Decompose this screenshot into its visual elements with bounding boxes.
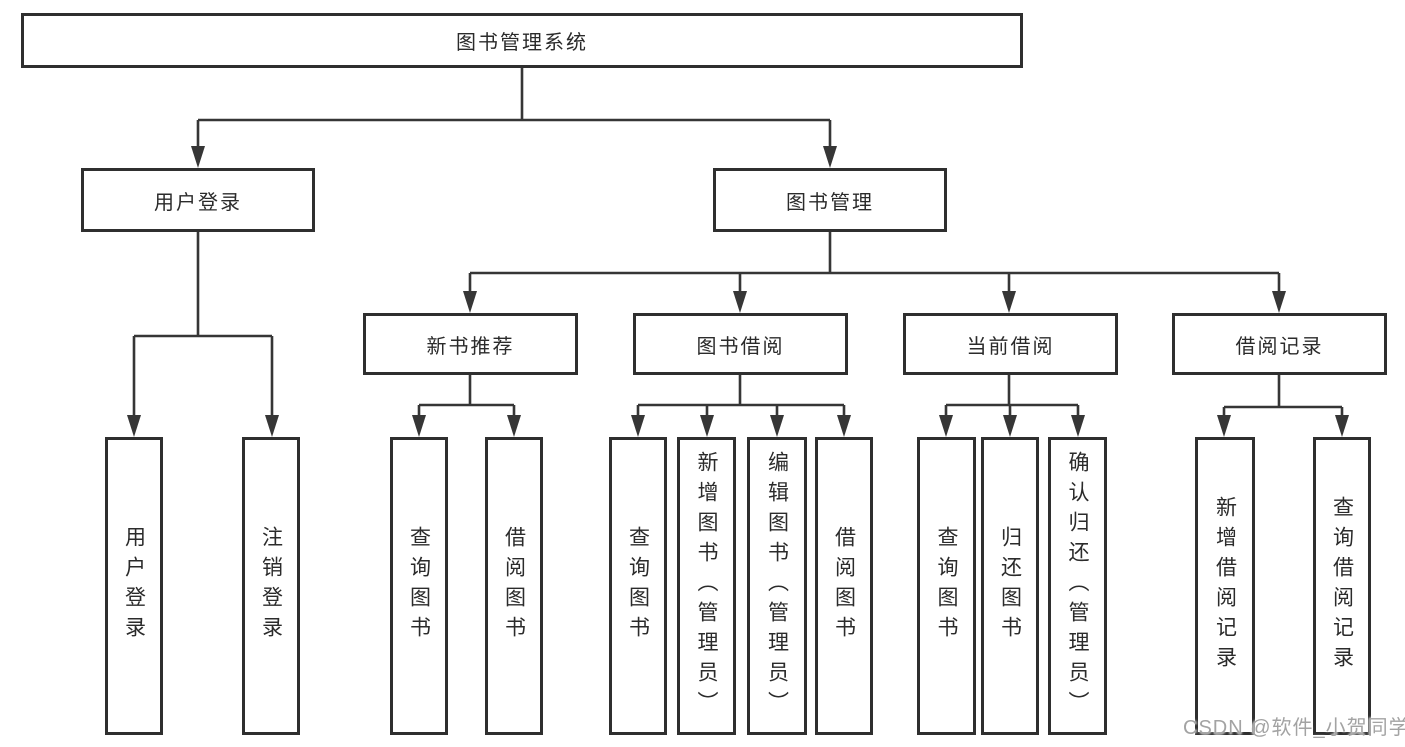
leaf-logout: 注销登录 bbox=[242, 437, 300, 735]
node-new-book-recommend-label: 新书推荐 bbox=[426, 335, 515, 358]
leaf-add-borrow-record-label: 新增借阅记录 bbox=[1213, 496, 1237, 676]
leaf-query-book-borrow: 查询图书 bbox=[609, 437, 667, 735]
node-current-borrow: 当前借阅 bbox=[903, 313, 1118, 375]
leaf-borrow-book-label: 借阅图书 bbox=[832, 526, 856, 646]
node-root: 图书管理系统 bbox=[21, 13, 1023, 68]
node-user-login-label: 用户登录 bbox=[154, 191, 242, 214]
node-root-label: 图书管理系统 bbox=[456, 32, 588, 54]
node-borrow-record: 借阅记录 bbox=[1172, 313, 1387, 375]
connector-book-borrow-children bbox=[631, 375, 851, 437]
node-book-mgmt: 图书管理 bbox=[713, 168, 947, 232]
node-book-mgmt-label: 图书管理 bbox=[786, 191, 874, 214]
leaf-add-borrow-record: 新增借阅记录 bbox=[1195, 437, 1255, 735]
node-current-borrow-label: 当前借阅 bbox=[966, 335, 1055, 358]
leaf-user-login: 用户登录 bbox=[105, 437, 163, 735]
leaf-add-book-admin-label: 新增图书（管理员） bbox=[695, 451, 718, 721]
leaf-borrow-book-recommend-label: 借阅图书 bbox=[502, 526, 526, 646]
leaf-user-login-label: 用户登录 bbox=[122, 526, 146, 646]
connector-root-to-level2 bbox=[191, 68, 837, 168]
leaf-query-borrow-record: 查询借阅记录 bbox=[1313, 437, 1371, 735]
connector-new-book-recommend-children bbox=[412, 375, 521, 437]
node-book-borrow-label: 图书借阅 bbox=[696, 335, 785, 358]
csdn-watermark: CSDN @软件_小贺同学 bbox=[1183, 717, 1405, 739]
connector-user-login-children bbox=[127, 232, 279, 437]
leaf-return-book: 归还图书 bbox=[981, 437, 1039, 735]
leaf-query-book-recommend: 查询图书 bbox=[390, 437, 448, 735]
leaf-confirm-return-admin: 确认归还（管理员） bbox=[1048, 437, 1107, 735]
leaf-query-book-current-label: 查询图书 bbox=[935, 526, 958, 646]
node-user-login: 用户登录 bbox=[81, 168, 315, 232]
leaf-logout-label: 注销登录 bbox=[259, 526, 283, 646]
leaf-query-book-recommend-label: 查询图书 bbox=[407, 526, 431, 646]
leaf-edit-book-admin: 编辑图书（管理员） bbox=[747, 437, 807, 735]
leaf-query-borrow-record-label: 查询借阅记录 bbox=[1330, 496, 1354, 676]
leaf-borrow-book: 借阅图书 bbox=[815, 437, 873, 735]
leaf-query-book-current: 查询图书 bbox=[917, 437, 976, 735]
connector-borrow-record-children bbox=[1217, 375, 1349, 437]
connector-current-borrow-children bbox=[939, 375, 1085, 437]
node-book-borrow: 图书借阅 bbox=[633, 313, 848, 375]
leaf-edit-book-admin-label: 编辑图书（管理员） bbox=[765, 451, 789, 721]
node-new-book-recommend: 新书推荐 bbox=[363, 313, 578, 375]
connector-book-mgmt-to-level3 bbox=[463, 232, 1286, 313]
leaf-add-book-admin: 新增图书（管理员） bbox=[677, 437, 736, 735]
leaf-return-book-label: 归还图书 bbox=[998, 526, 1022, 646]
node-borrow-record-label: 借阅记录 bbox=[1235, 335, 1324, 358]
leaf-borrow-book-recommend: 借阅图书 bbox=[485, 437, 543, 735]
leaf-confirm-return-admin-label: 确认归还（管理员） bbox=[1066, 451, 1089, 721]
leaf-query-book-borrow-label: 查询图书 bbox=[626, 526, 650, 646]
